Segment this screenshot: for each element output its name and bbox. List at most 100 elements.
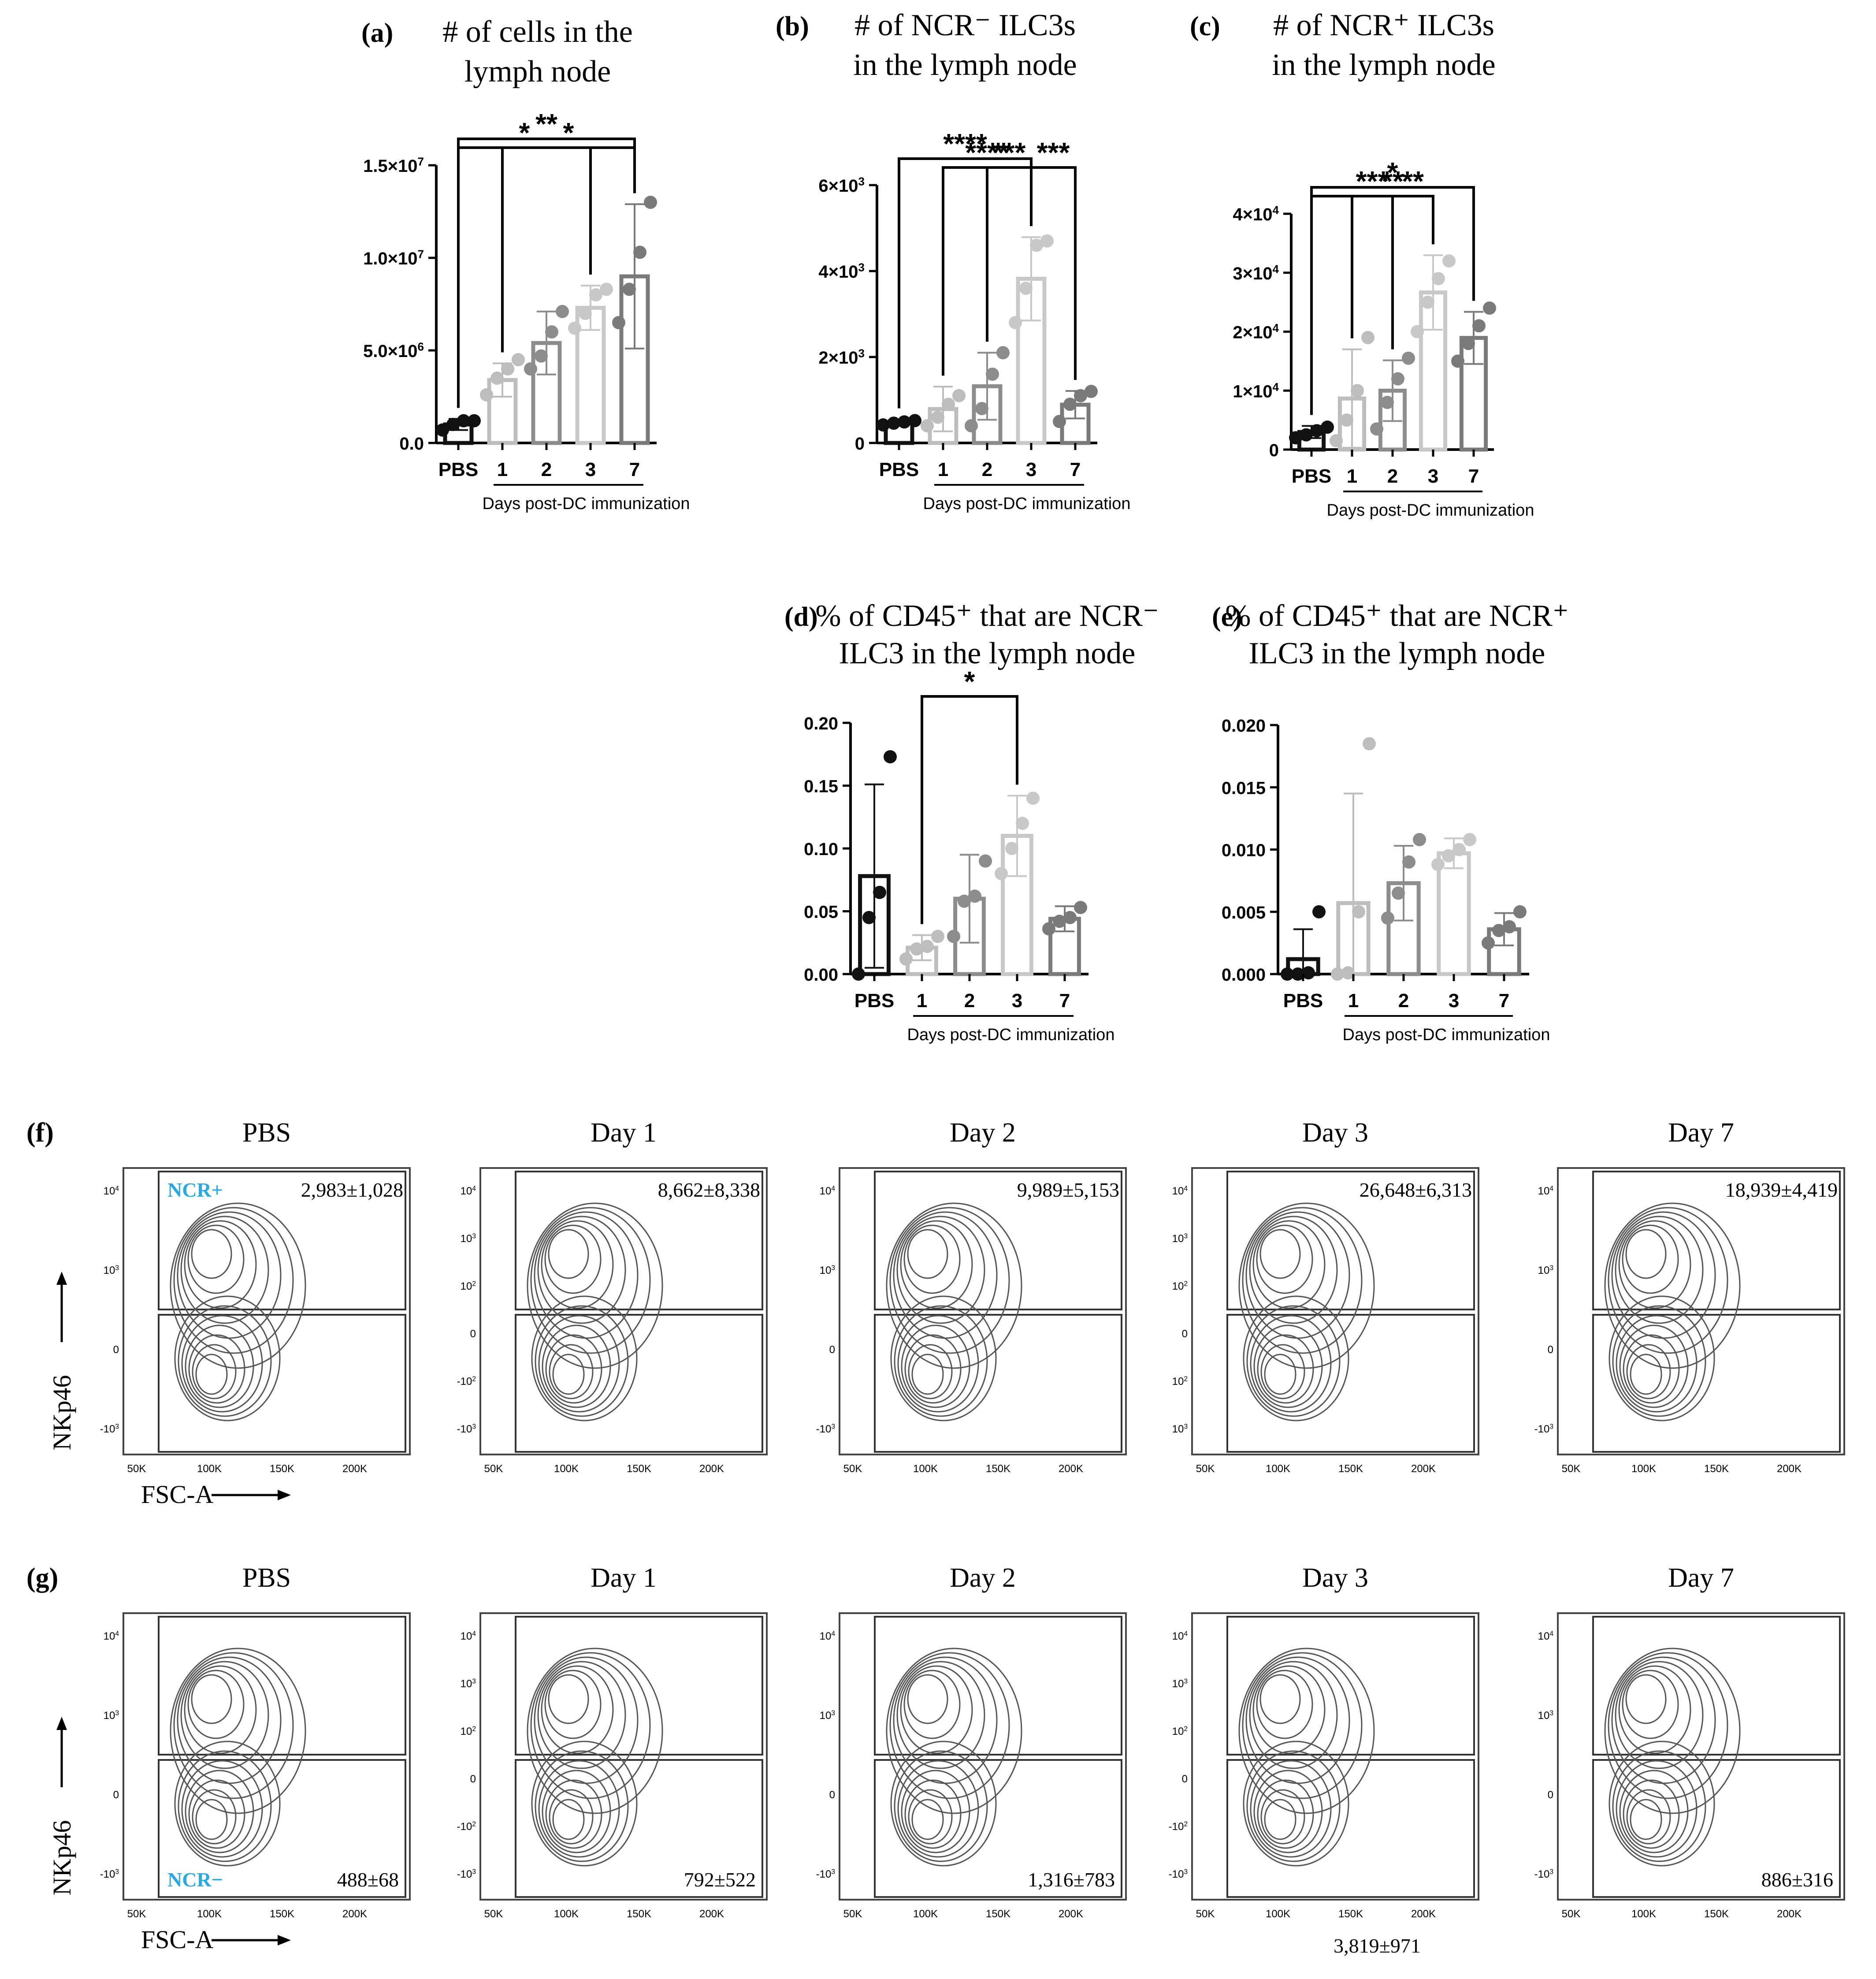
density-contour [1246,1750,1341,1862]
flow-y-tick-label-mantissa: 10 [820,1265,832,1276]
x-tick-label: 3 [1012,990,1022,1012]
density-contour [1630,1799,1662,1840]
density-contour [527,1648,663,1814]
x-tick-label: PBS [438,459,478,480]
y-tick-label-mantissa: 6×10 [818,176,858,196]
density-contour [1608,1652,1728,1799]
flow-y-tick-label-mantissa: 10 [1172,1376,1184,1388]
density-contour [908,1344,953,1399]
y-tick-label: 4×103 [818,261,865,282]
flow-y-tick-label: 104 [461,1630,476,1642]
data-point [1009,316,1022,329]
density-contour [1238,1202,1375,1369]
gate-percentage: 1,316±783 [1028,1868,1115,1891]
y-tick-label: 6×103 [818,175,865,196]
significance-stars: * [563,117,574,149]
density-contour [541,1220,614,1309]
data-point [931,930,944,943]
density-contour [531,1295,638,1421]
data-point [1503,920,1516,934]
y-tick-label: 0.005 [1222,903,1266,923]
density-contour [173,1207,294,1354]
flow-x-tick-label: 100K [913,1463,938,1475]
flow-y-tick-label-mantissa: 10 [104,1630,115,1642]
flow-y-tick-label-mantissa: 0 [470,1773,476,1785]
density-contour [1612,1750,1706,1862]
y-tick-label-mantissa: 0.000 [1222,965,1266,985]
density-contour [1245,1211,1350,1339]
y-tick-label-mantissa: 5.0×10 [363,342,417,361]
flow-y-tick-label: -103 [457,1868,476,1880]
flow-y-tick-label-exponent: 4 [1184,1630,1188,1637]
y-tick-label-mantissa: 0.0 [399,434,424,454]
y-tick-label-mantissa: 1×10 [1233,382,1272,401]
gate-percentage: 792±522 [684,1868,756,1891]
flow-x-tick-label: 100K [554,1463,579,1475]
flow-y-tick-label-mantissa: 10 [104,1265,115,1276]
flow-y-tick-label: 104 [820,1185,836,1197]
flow-y-tick-label-exponent: 3 [472,1678,476,1685]
y-tick-label-mantissa: 0.005 [1222,903,1266,923]
flow-y-tick-label-exponent: 3 [831,1868,835,1875]
density-contour [1243,1741,1349,1867]
data-point [623,283,636,296]
flow-y-tick-label: 104 [104,1185,119,1197]
density-contour [549,1789,594,1845]
density-contour [552,1799,585,1840]
y-tick-label-mantissa: 4×10 [818,262,858,282]
flow-y-tick-label-exponent: 3 [1549,1868,1553,1875]
gate-percentage: 886±316 [1761,1868,1833,1891]
density-contour [1618,1220,1691,1309]
flow-y-tick-label: 104 [1172,1630,1188,1642]
gate-lower [1592,1314,1841,1453]
x-tick-label: 2 [541,459,552,480]
data-point [1381,911,1394,925]
flow-y-tick-label-exponent: 3 [1549,1423,1553,1430]
flow-y-tick-label-exponent: 3 [1184,1678,1188,1685]
flow-x-tick-label: 50K [843,1463,862,1475]
significance-stars: ** [1382,165,1404,197]
data-point [1019,282,1033,295]
panel-label: (e) [1212,602,1242,632]
x-tick-label: PBS [1283,990,1323,1012]
flow-y-tick-label-exponent: 3 [831,1264,835,1272]
flow-y-tick-label-exponent: 4 [115,1185,119,1192]
data-point [884,750,897,763]
flow-y-tick-label-mantissa: 10 [820,1185,832,1197]
data-point [457,414,470,428]
flow-x-tick-label: 100K [913,1908,938,1920]
y-tick-label: 0.015 [1222,778,1266,798]
density-contour [1257,1779,1314,1849]
x-tick-label: 1 [1347,465,1357,487]
flow-y-tick-label-exponent: 4 [1549,1185,1553,1192]
chart-title-line1: # of NCR⁻ ILC3s [854,8,1076,42]
y-tick-label-mantissa: 0.015 [1222,778,1266,798]
density-contour [170,1648,306,1814]
data-point [910,942,923,956]
chart-title-line1: % of CD45⁺ that are NCR⁻ [815,599,1159,633]
flow-y-tick-label-exponent: 2 [472,1280,476,1287]
data-point [1291,967,1304,981]
flow-x-tick-label: 100K [1631,1908,1656,1920]
density-contour [1609,1741,1715,1867]
flow-y-tick-label-exponent: 4 [831,1630,835,1637]
significance-stars: **** [965,137,1009,168]
significance-stars: ** [535,108,557,140]
data-point [1289,431,1302,445]
flow-y-tick-label-mantissa: 10 [1172,1185,1184,1197]
flow-y-tick-label-exponent: 4 [1549,1630,1553,1637]
y-tick-label: 5.0×106 [363,340,424,361]
flow-x-tick-label: 150K [1338,1463,1363,1475]
y-tick-label: 0.20 [804,714,838,733]
data-point [887,417,900,430]
density-contour [545,1779,602,1849]
flow-y-tick-label-mantissa: -10 [100,1868,115,1880]
flow-y-tick-label-exponent: 2 [1184,1375,1188,1383]
density-contour [1604,1202,1741,1369]
density-contour [1626,1789,1671,1845]
density-contour [178,1305,272,1417]
